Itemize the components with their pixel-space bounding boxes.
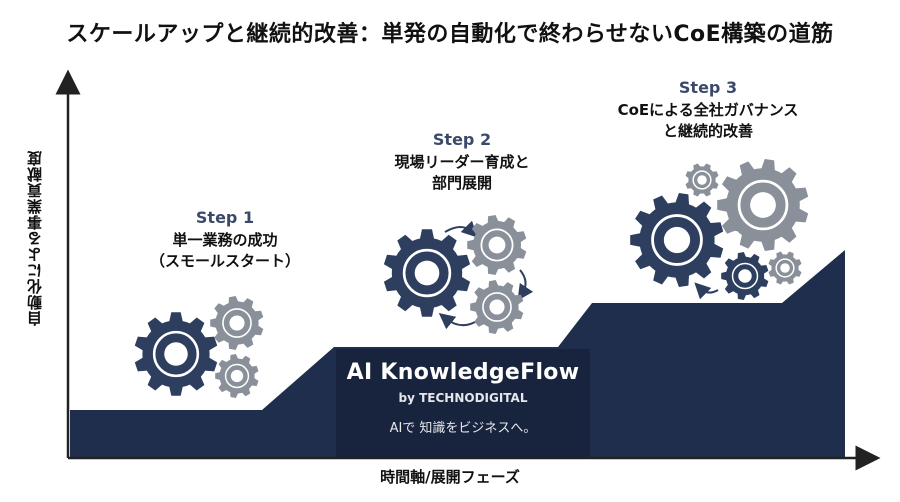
flow-arrow-icon xyxy=(438,313,476,330)
gear-ring-icon xyxy=(737,179,789,231)
gear-hole-icon xyxy=(697,175,707,185)
step-3: Step 3 CoEによる全社ガバナンス と継続的改善 xyxy=(588,78,828,142)
brand-tagline: AIで 知識をビジネスへ。 xyxy=(389,421,537,436)
page-title: スケールアップと継続的改善：単発の自動化で終わらせないCoE構築の道筋 xyxy=(66,22,834,47)
flow-arrow-icon xyxy=(444,220,478,238)
gear-ring-icon xyxy=(482,292,512,322)
gear-ring-icon xyxy=(775,258,795,278)
gear-ring-icon xyxy=(651,214,703,266)
gear-hole-icon xyxy=(164,342,188,366)
x-axis-label: 時間軸/展開フェーズ xyxy=(380,468,520,486)
step-1: Step 1 単一業務の成功 （スモールスタート） xyxy=(130,208,320,272)
gear-hole-icon xyxy=(229,315,245,331)
step-1-description: 単一業務の成功 （スモールスタート） xyxy=(149,231,300,270)
step-3-description: CoEによる全社ガバナンス と継続的改善 xyxy=(617,101,799,140)
gear-ring-icon xyxy=(480,228,514,262)
gear-hole-icon xyxy=(414,260,440,286)
step-2-description: 現場リーダー育成と 部門展開 xyxy=(394,153,530,192)
y-axis-label: 自動化による事業貢献度 xyxy=(26,150,44,326)
gear-ring-icon xyxy=(692,170,712,190)
brand-panel xyxy=(336,349,590,458)
gear-hole-icon xyxy=(663,226,691,254)
gear-hole-icon xyxy=(750,192,776,218)
gear-hole-icon xyxy=(230,369,244,383)
step-3-label: Step 3 xyxy=(678,78,738,97)
gear-hole-icon xyxy=(489,299,505,315)
step-1-label: Step 1 xyxy=(195,208,255,227)
gear-hole-icon xyxy=(738,269,752,283)
flow-arrow-icon xyxy=(694,282,719,300)
brand-block: AI KnowledgeFlow by TECHNODIGITAL AIで 知識… xyxy=(336,360,590,436)
gear-ring-icon xyxy=(402,248,452,298)
gear-hole-icon xyxy=(780,263,790,273)
brand-byline: by TECHNODIGITAL xyxy=(398,391,528,405)
brand-name: AI KnowledgeFlow xyxy=(346,360,580,385)
step-2-label: Step 2 xyxy=(432,130,492,149)
gear-ring-icon xyxy=(152,330,200,378)
flow-arrow-icon xyxy=(517,269,534,301)
gear-ring-icon xyxy=(224,363,250,389)
gear-ring-icon xyxy=(731,262,759,290)
gear-ring-icon xyxy=(222,308,252,338)
gear-hole-icon xyxy=(488,236,506,254)
step-2: Step 2 現場リーダー育成と 部門展開 xyxy=(362,130,562,194)
